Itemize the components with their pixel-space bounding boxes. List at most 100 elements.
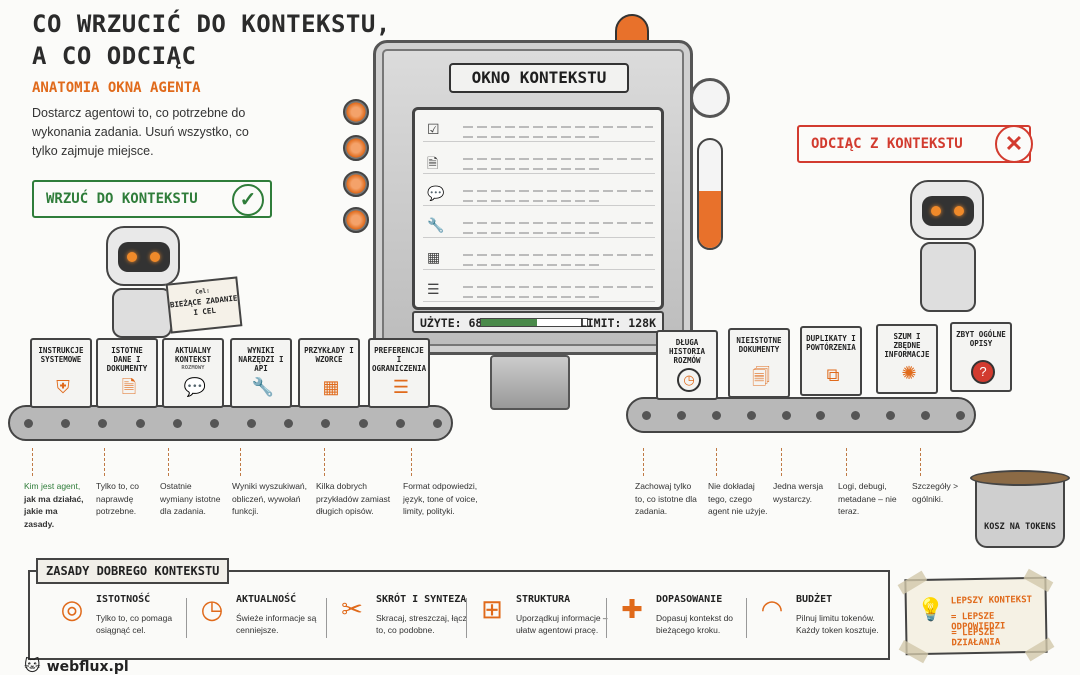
machine-pedestal [490,355,570,410]
exclude-item-label: SZUM I ZBĘDNE INFORMACJE [884,332,930,359]
include-item-label: PREFERENCJE I OGRANICZENIA [372,346,427,373]
roller-icon [61,419,71,428]
left-conveyor-belt [8,405,453,441]
exclude-item-label: NIEISTOTNE DOKUMENTY [736,336,782,354]
roller-icon [676,411,686,420]
placeholder-line [463,200,603,202]
clock-icon: ◷ [677,368,701,392]
robot-face [118,242,170,272]
include-tag: WRZUĆ DO KONTEKSTU ✓ [32,180,272,218]
thermometer-icon [697,138,723,250]
exclude-item-label: ZBYT OGÓLNE OPISY [956,330,1006,348]
exclude-item: DUPLIKATY I POWTÓRZENIA⧉ [800,326,862,396]
tape [1023,568,1054,593]
include-item-description: Kilka dobrych przykładów zamiast długich… [316,481,391,516]
lightbulb-icon: 💡 [916,596,945,623]
exclude-item-description: Nie dokładaj tego, czego agent nie użyje… [708,481,768,516]
screen-row: 🔧 [423,214,655,238]
placeholder-line [463,190,653,192]
left-robot-head [106,226,180,286]
roller-icon [321,419,331,428]
robot-eye [127,252,137,262]
placeholder-line [463,296,603,298]
sliders-icon: ☰ [392,377,410,397]
connector-line [324,448,325,476]
exclude-item-description: Zachowaj tylko to, co istotne dla zadani… [635,481,697,516]
roller-icon [746,411,756,420]
roller-icon [711,411,721,420]
logo[interactable]: 🐱 webflux.pl [24,656,129,675]
document-icon: 🗎 [427,155,439,171]
structure-icon: ⊞ [481,594,503,624]
connector-line [240,448,241,476]
placeholder-line [463,232,603,234]
right-robot-head [910,180,984,240]
robot-eye [954,206,964,216]
connector-line [411,448,412,476]
checkbox-icon: ☑ [427,121,440,137]
tokens-used: UŻYTE: 68K [420,316,490,330]
include-item-description: Tylko to, co naprawdę potrzebne. [96,481,139,516]
roller-icon [358,419,368,428]
exclude-item-description: Jedna wersja wystarczy. [773,481,824,504]
rule-name: AKTUALNOŚĆ [236,594,297,605]
logo-text: webflux.pl [46,659,129,675]
rule-name: ISTOTNOŚĆ [96,594,151,605]
screen-row: 💬 [423,182,655,206]
roller-icon [247,419,257,428]
screen-row: ▦ [423,246,655,270]
rule-description: Uporządkuj informacje – ułatw agentowi p… [516,613,608,635]
documents-icon: 🗐 [752,367,770,387]
scissors-icon: ✂ [341,594,363,624]
roller-icon [433,419,442,428]
connector-line [104,448,105,476]
roller-icon [209,419,219,428]
token-bin-rim [970,470,1070,486]
token-bin: KOSZ NA TOKENS [975,478,1065,548]
rule-name: BUDŻET [796,594,833,605]
knob-icon [343,99,369,125]
exclude-item-description: Logi, debugi, metadane – nie teraz. [838,481,897,516]
include-item-label: INSTRUKCJE SYSTEMOWE [38,346,84,364]
copy-icon: ⧉ [826,365,840,385]
roller-icon [851,411,861,420]
robot-eye [150,252,160,262]
document-icon: 🗎 [121,377,137,397]
placeholder-line [463,136,603,138]
include-item: PRZYKŁADY I WZORCE▦ [298,338,360,408]
rule-name: SKRÓT I SYNTEZA [376,594,467,605]
chat-icon: 💬 [427,185,445,201]
usage-track [480,318,588,327]
rule-separator [326,598,327,638]
rule-description: Tylko to, co pomaga osiągnąć cel. [96,613,173,635]
roller-icon [781,411,791,420]
rule-separator [606,598,607,638]
include-item: PREFERENCJE I OGRANICZENIA ☰ [368,338,430,408]
grid-icon: ▦ [427,249,441,265]
placeholder-line [463,222,653,224]
screen-row: 🗎 [423,150,655,174]
rule-separator [186,598,187,638]
include-item-label: ISTOTNE DANE I DOKUMENTY [106,346,148,373]
connector-line [168,448,169,476]
token-bin-label: KOSZ NA TOKENS [984,522,1056,532]
connector-line [643,448,644,476]
cat-logo-icon: 🐱 [24,656,41,675]
intro-text: Dostarcz agentowi to, co potrzebne do wy… [32,106,249,158]
exclude-item: NIEISTOTNE DOKUMENTY 🗐 [728,328,790,398]
token-usage-bar: UŻYTE: 68K LIMIT: 128K [412,311,664,333]
summary-note: 💡 LEPSZY KONTEKST = LEPSZE ODPOWIEDZI = … [897,568,1055,664]
connector-line [846,448,847,476]
beacon-light-icon [615,14,649,42]
screen-row: ☰ [423,278,655,302]
rule-description: Dopasuj kontekst do bieżącego kroku. [656,613,734,635]
roller-icon [816,411,826,420]
knob-icon [343,135,369,161]
gauge-icon: ◠ [760,594,784,624]
roller-icon [395,419,405,428]
